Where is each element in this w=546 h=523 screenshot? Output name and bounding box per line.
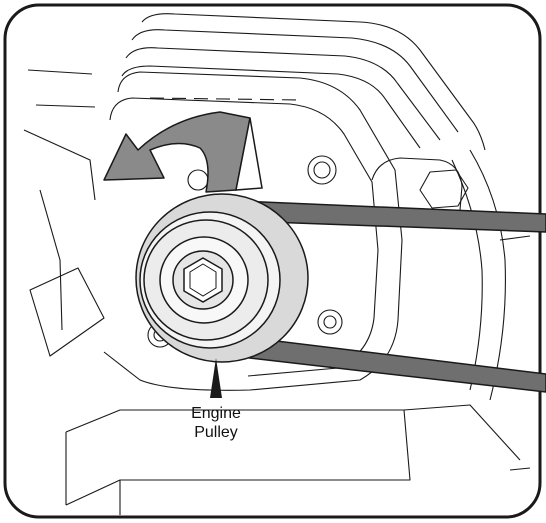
base-plate-top	[65, 409, 411, 506]
cover-bolt-1-inner	[313, 161, 331, 179]
pulley-cover-inner	[109, 97, 379, 377]
pulley-hex-bolt-face	[189, 263, 217, 297]
right-rib-3	[499, 235, 531, 241]
bg-line-1	[27, 69, 93, 75]
housing-top-outline	[141, 13, 486, 151]
bg-line-3	[23, 129, 96, 201]
hood-dashed-line	[149, 97, 301, 101]
housing-inner-outline-2	[125, 47, 441, 141]
housing-inner-outline-3	[121, 65, 421, 149]
cover-bolt-3	[317, 309, 343, 335]
callout-pointer-icon	[210, 358, 222, 398]
curved-rotation-arrow-icon	[103, 111, 263, 193]
cover-bolt-3-inner	[323, 315, 337, 329]
engine-housing	[23, 13, 531, 515]
right-rib-1	[469, 149, 506, 401]
bg-line-2	[35, 104, 96, 108]
base-plate-right	[403, 404, 521, 461]
callout-label-line-2: Pulley	[194, 424, 238, 441]
pulley-cover-outline	[103, 71, 403, 391]
callout-label-line-1: Engine	[191, 405, 241, 422]
bracket-left	[29, 267, 105, 357]
rotation-arrow-tail	[235, 117, 263, 191]
housing-inner-outline-1	[131, 29, 459, 133]
right-rib-4	[509, 467, 531, 471]
bg-line-4	[39, 189, 63, 331]
cover-bolt-1	[307, 155, 337, 185]
engine-pulley	[135, 193, 309, 363]
pulley-hex-bolt-icon	[183, 257, 223, 303]
right-rib-2	[451, 159, 483, 391]
